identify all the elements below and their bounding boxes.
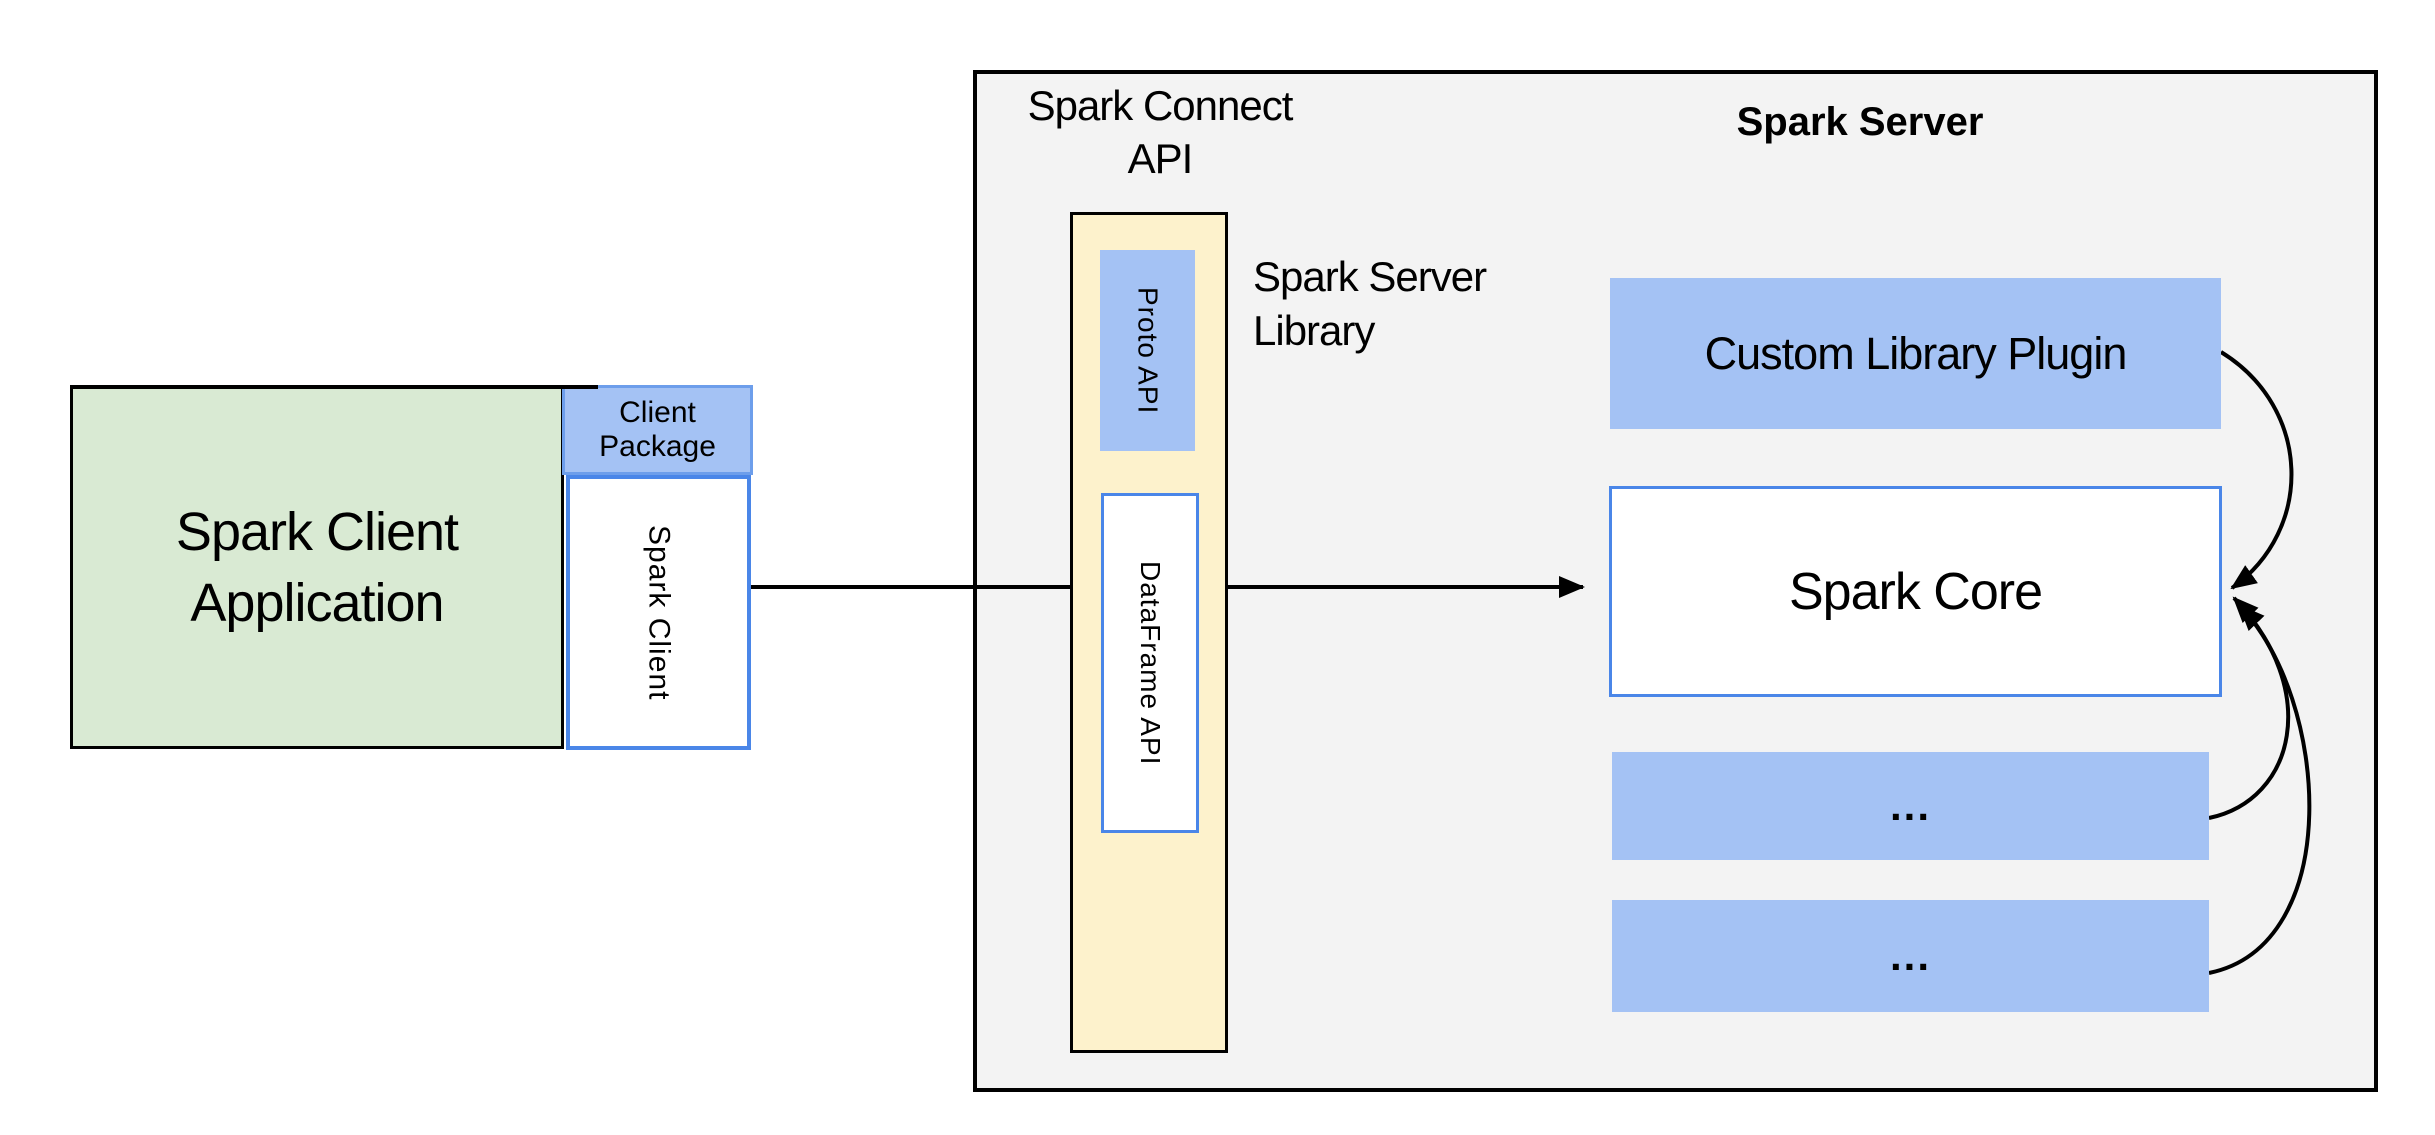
proto-api-label: Proto API (1132, 286, 1164, 415)
spark-client-application-label: Spark Client Application (175, 497, 459, 637)
spark-server-title: Spark Server (1736, 100, 1984, 144)
client-package-label-line1: Client (619, 395, 696, 429)
proto-api-box: Proto API (1100, 250, 1195, 451)
extension-box-1-label: ... (1889, 782, 1931, 829)
spark-client-application-label-line1: Spark Client (175, 502, 459, 563)
client-package-box: Client Package (562, 385, 753, 475)
plugin-to-core-arrow (2219, 350, 2294, 590)
dataframe-api-box: DataFrame API (1101, 493, 1199, 833)
spark-server-library-label: Spark Server Library (1253, 250, 1553, 358)
spark-core-box: Spark Core (1609, 486, 2222, 697)
spark-client-box: Spark Client (566, 475, 751, 750)
extension-box-1: ... (1612, 752, 2209, 860)
custom-library-plugin-box: Custom Library Plugin (1610, 278, 2221, 429)
spark-server-library-label-line2: Library (1253, 306, 1375, 354)
spark-client-label: Spark Client (642, 524, 676, 701)
extension-box-2: ... (1612, 900, 2209, 1012)
custom-library-plugin-label: Custom Library Plugin (1704, 327, 2128, 379)
spark-client-application-label-line2: Application (190, 572, 444, 633)
spark-core-label: Spark Core (1789, 562, 2043, 621)
spark-connect-api-label-line1: Spark Connect (1027, 82, 1294, 129)
client-package-label-line2: Package (599, 430, 716, 463)
spark-connect-api-label-line2: API (1127, 134, 1194, 182)
spark-server-library-label-line1: Spark Server (1253, 253, 1487, 300)
extension2-to-core-arrow (2208, 604, 2312, 975)
dataframe-api-label: DataFrame API (1135, 560, 1166, 766)
spark-connect-api-label: Spark Connect API (1020, 80, 1300, 186)
extension-box-2-label: ... (1889, 932, 1931, 979)
client-package-label: Client Package (599, 396, 716, 465)
spark-client-application-box: Spark Client Application (70, 386, 564, 749)
